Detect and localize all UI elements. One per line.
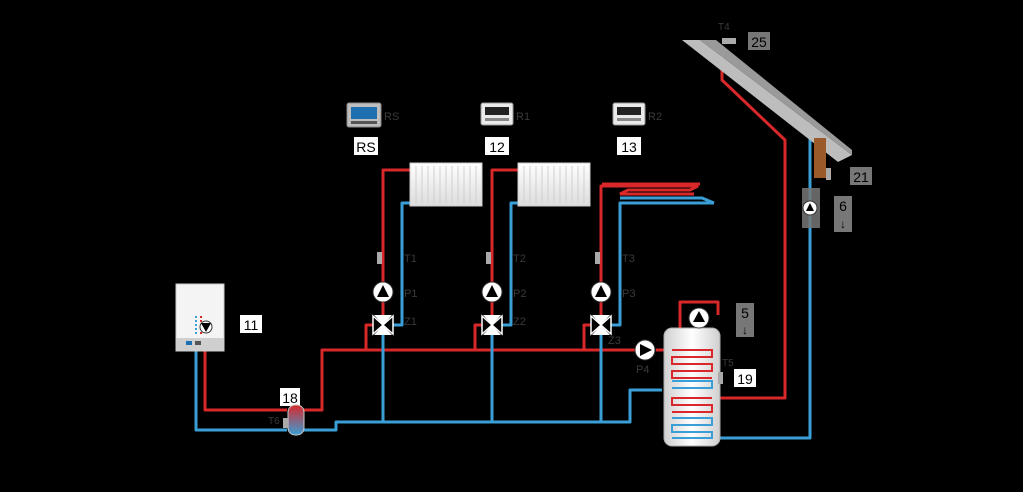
temp-sensor-t2-label: T2 [513, 253, 526, 265]
controller-r2-number: 13 [621, 139, 637, 155]
tank-pump[interactable]: P4 [634, 339, 656, 376]
circuit-1: T1 P1 Z1 [372, 252, 417, 336]
pump-icon[interactable] [590, 281, 612, 303]
circuit2-supply [473, 168, 518, 350]
circuit-3: T3 P3 Z3 [590, 252, 635, 347]
circuit1-supply [364, 168, 410, 350]
tank-number: 19 [737, 371, 753, 387]
pump-icon [802, 200, 818, 216]
boiler-return-pipe [194, 348, 287, 432]
tank-sensor-label: T5 [722, 358, 734, 369]
pump-p3-label: P3 [622, 288, 635, 300]
controller-rs[interactable]: RS RS [346, 102, 399, 155]
tank-sensor [718, 372, 723, 384]
recirc-arrow-icon: ↓ [742, 323, 748, 337]
hot-water-tank[interactable]: T5 19 [663, 327, 756, 447]
controller-r1-number: 12 [489, 139, 505, 155]
radiator-2 [517, 162, 591, 207]
solar-sensor [826, 168, 831, 180]
temp-sensor-t3 [595, 252, 600, 264]
controller-r2-name: R2 [648, 111, 662, 123]
pump-p2-label: P2 [513, 288, 526, 300]
collector-number: 25 [751, 34, 767, 50]
header-supply-pipe [300, 348, 635, 412]
circuit3-supply [582, 184, 624, 350]
recirc-pump[interactable]: 5 ↓ [688, 303, 754, 337]
solar-collector-icon [682, 40, 852, 162]
pump-icon[interactable] [372, 281, 394, 303]
temp-sensor-t2 [486, 252, 491, 264]
boiler-supply-pipe [203, 348, 287, 412]
hydraulic-separator[interactable]: 18 T6 [268, 388, 305, 436]
separator-sensor-label: T6 [268, 416, 280, 427]
radiator-1 [409, 162, 483, 207]
tank-pump-label: P4 [636, 364, 649, 376]
separator-icon [287, 404, 305, 436]
pump-icon [688, 307, 710, 329]
circuit-2: T2 P2 Z2 [481, 252, 526, 336]
temp-sensor-t1-label: T1 [404, 253, 417, 265]
tank-recirc-pipe [678, 300, 720, 328]
pump-icon[interactable] [481, 281, 503, 303]
separator-number: 18 [282, 390, 298, 406]
mixing-valve-icon[interactable] [590, 314, 612, 336]
mixer-z2-label: Z2 [513, 316, 526, 328]
circuit3-return [599, 201, 714, 422]
boiler-number: 11 [244, 317, 259, 333]
header-return-pipe [300, 388, 662, 432]
mixing-valve-icon[interactable] [481, 314, 503, 336]
circuit1-return [381, 201, 410, 422]
pump-icon [634, 339, 656, 361]
circuit2-return [490, 201, 518, 422]
controller-r1-name: R1 [516, 111, 530, 123]
floor-heating-icon [602, 182, 715, 205]
controller-r2[interactable]: R2 13 [612, 102, 662, 155]
collector-sensor-label: T4 [718, 22, 730, 33]
temp-sensor-t3-label: T3 [622, 253, 635, 265]
controller-rs-number: RS [356, 139, 375, 155]
boiler[interactable]: 11 [175, 283, 262, 352]
solar-arrow-icon: ↓ [840, 217, 846, 231]
solar-return-pipe [720, 120, 812, 440]
solar-station-number: 21 [853, 169, 869, 185]
solar-pump-group-number: 6 [839, 198, 847, 214]
mixing-valve-icon[interactable] [372, 314, 394, 336]
solar-station[interactable]: 21 6 ↓ [802, 138, 872, 232]
mixer-z3-label: Z3 [608, 335, 621, 347]
separator-sensor [283, 418, 288, 428]
mixer-z1-label: Z1 [404, 316, 417, 328]
pump-p1-label: P1 [404, 288, 417, 300]
solar-collector[interactable]: T4 25 [682, 22, 852, 162]
controller-r1[interactable]: R1 12 [480, 102, 530, 155]
controller-rs-name: RS [384, 111, 399, 123]
temp-sensor-t1 [377, 252, 382, 264]
tank-pump-group-number: 5 [741, 305, 749, 321]
collector-sensor [722, 38, 736, 44]
